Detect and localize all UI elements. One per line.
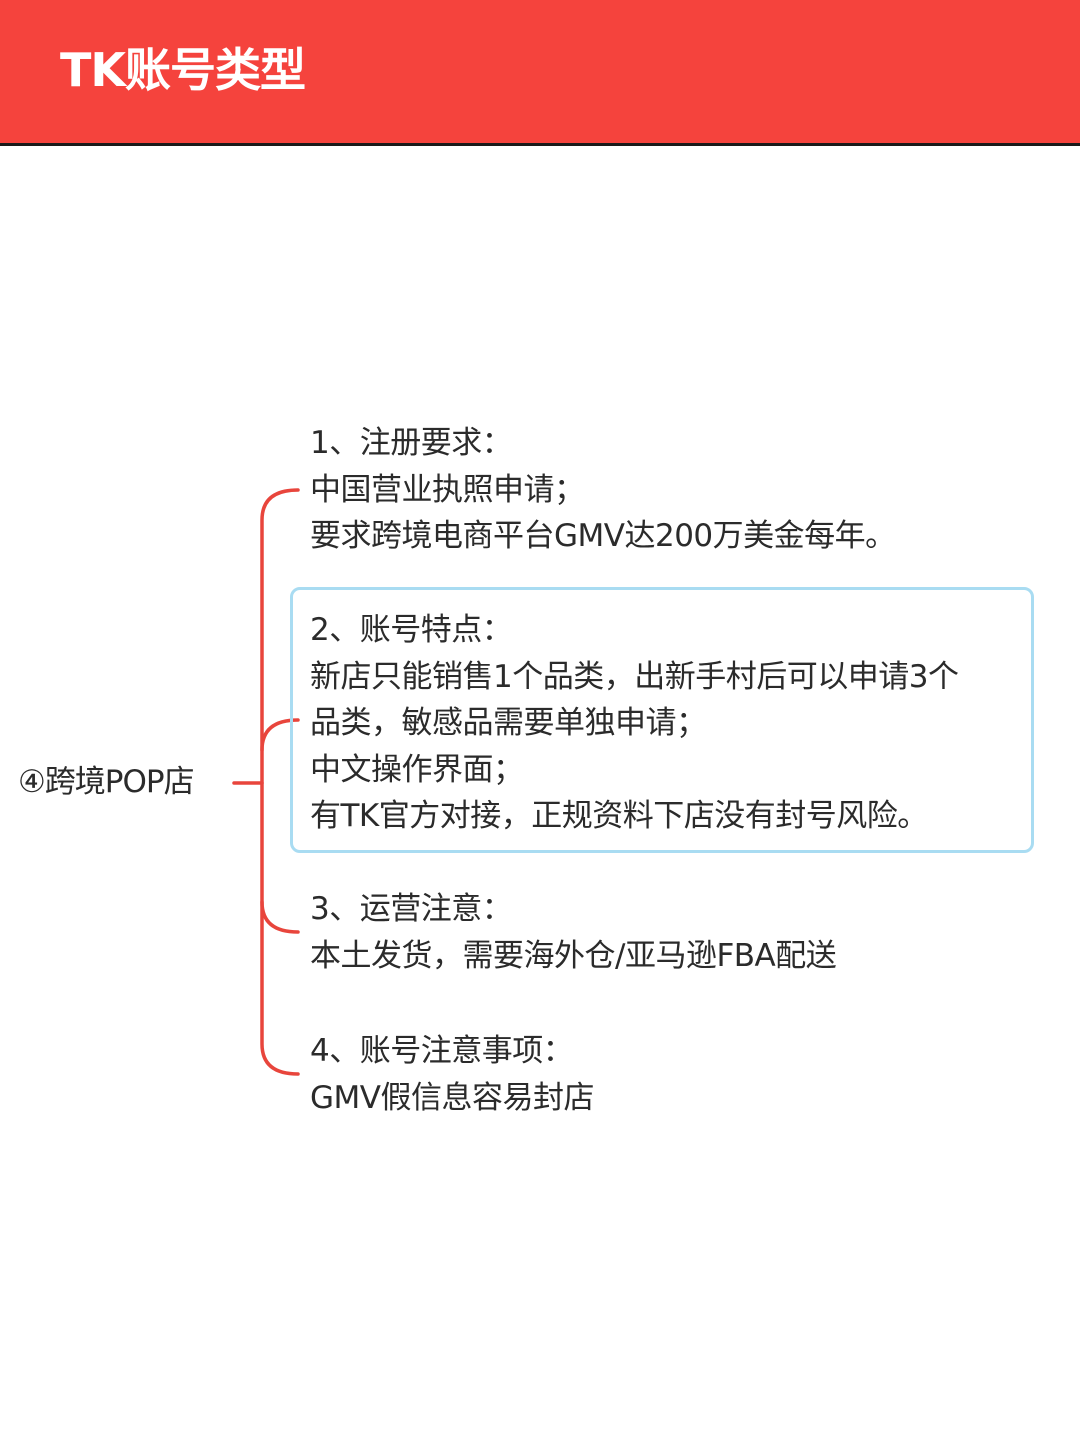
node-line: 有TK官方对接，正规资料下店没有封号风险。 [310, 798, 928, 834]
node-line: 3、运营注意： [310, 891, 513, 927]
node-line: 品类，敏感品需要单独申请； [310, 705, 707, 741]
branch-node-cautions: 4、账号注意事项： GMV假信息容易封店 [310, 1028, 594, 1121]
connector-trunk [260, 488, 300, 1076]
node-line: 中国营业执照申请； [310, 471, 585, 508]
selected-node-highlight [290, 587, 1034, 853]
root-node-label: ④跨境POP店 [18, 764, 195, 800]
node-line: 1、注册要求： [310, 425, 513, 461]
header-banner: TK账号类型 [0, 0, 1080, 146]
branch-node-registration: 1、注册要求： 中国营业执照申请； 要求跨境电商平台GMV达200万美金每年。 [310, 420, 896, 560]
branch-node-features[interactable]: 2、账号特点： 新店只能销售1个品类，出新手村后可以申请3个 品类，敏感品需要单… [310, 607, 959, 840]
node-line: GMV假信息容易封店 [310, 1079, 594, 1116]
node-line: 2、账号特点： [310, 612, 513, 648]
node-line: 4、账号注意事项： [310, 1033, 574, 1069]
node-line: 本土发货，需要海外仓/亚马逊FBA配送 [310, 937, 837, 974]
node-line: 中文操作界面； [310, 751, 524, 788]
connector-branch-3 [260, 900, 300, 934]
branch-node-operations: 3、运营注意： 本土发货，需要海外仓/亚马逊FBA配送 [310, 886, 837, 979]
node-line: 要求跨境电商平台GMV达200万美金每年。 [310, 518, 896, 554]
node-line: 新店只能销售1个品类，出新手村后可以申请3个 [310, 658, 959, 695]
page-title: TK账号类型 [60, 43, 306, 97]
